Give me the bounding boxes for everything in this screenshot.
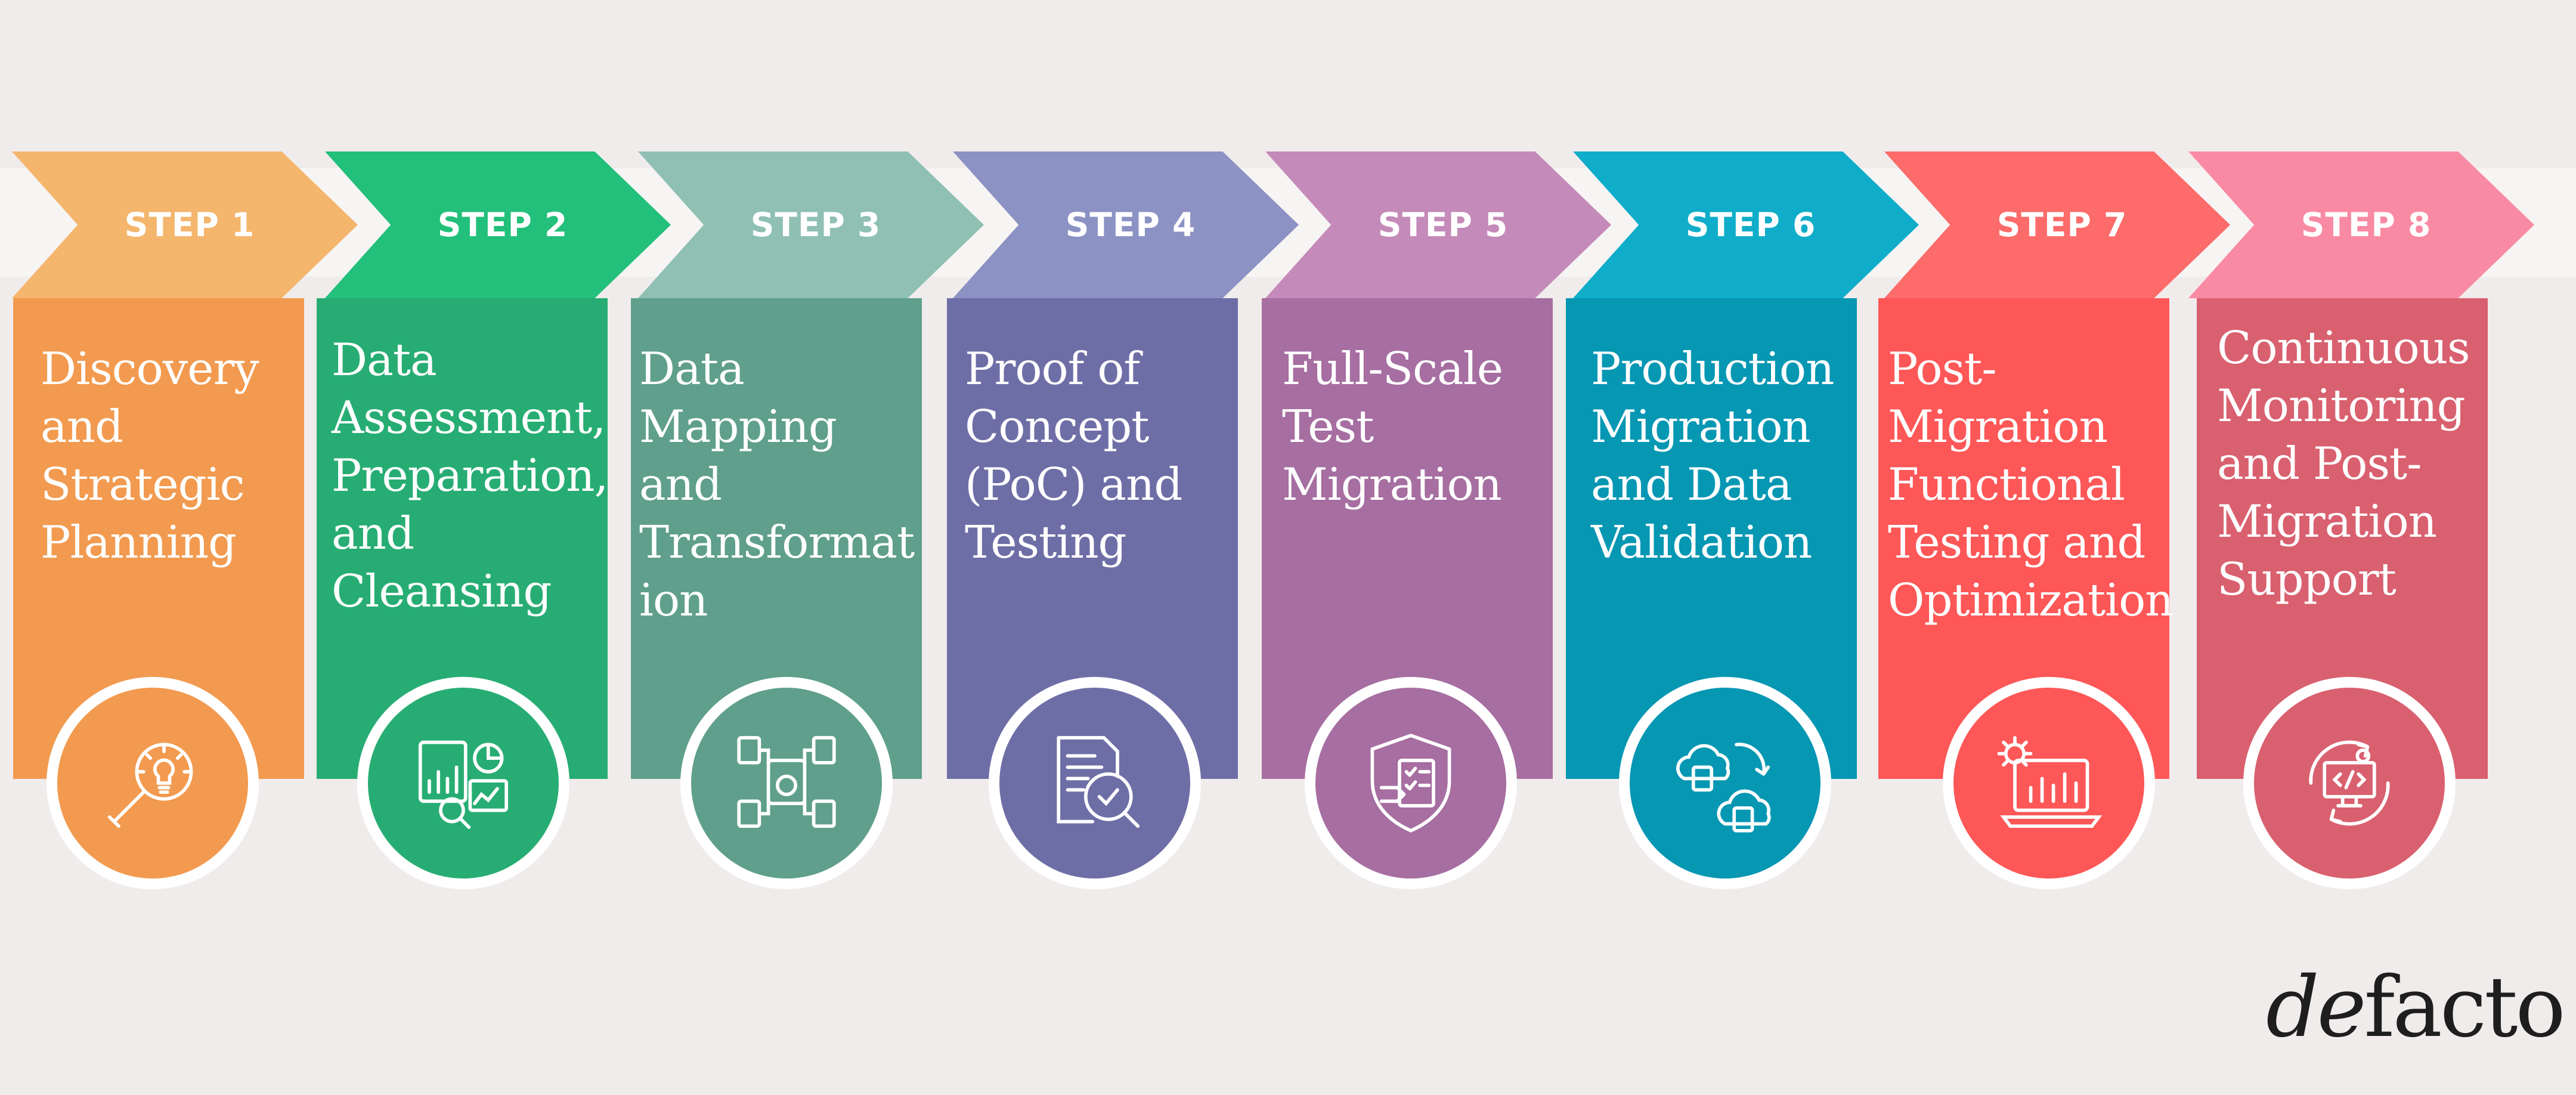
magnifier-bulb-icon (107, 743, 193, 828)
laptop-gear-chart-icon (1997, 736, 2103, 828)
step-7-label: STEP 7 (1996, 206, 2128, 244)
step-7-title: Post- Migration Functional Testing and O… (1888, 342, 2174, 626)
logo-suffix: facto (2364, 959, 2565, 1056)
step-3-label: STEP 3 (750, 206, 881, 244)
defacto-logo: defacto (2266, 966, 2566, 1050)
step-1-label: STEP 1 (124, 206, 255, 244)
step-4-icon-bg (999, 688, 1190, 879)
step-3-icon-bg (691, 688, 882, 879)
step-4-title: Proof of Concept (PoC) and Testing (965, 342, 1182, 568)
step-4-icon-disc (989, 677, 1201, 889)
step-6-icon-bg (1630, 688, 1820, 879)
step-6-icon-disc (1619, 677, 1831, 889)
step-5-label: STEP 5 (1377, 206, 1509, 244)
monitor-code-cycle-icon (2309, 740, 2390, 826)
step-3-title: Data Mapping and Transformat ion (639, 342, 915, 626)
step-1-title: Discovery and Strategic Planning (41, 342, 259, 568)
document-check-icon (1057, 736, 1140, 828)
step-2-label: STEP 2 (437, 206, 568, 244)
step-6-title: Production Migration and Data Validation (1591, 342, 1834, 568)
step-1-icon-disc (47, 677, 259, 889)
step-5-icon-disc (1305, 677, 1517, 889)
shield-checklist-icon (1370, 734, 1451, 833)
analytics-dashboard-icon (418, 740, 509, 829)
step-2-icon-bg (368, 688, 559, 879)
step-8-icon-disc (2243, 677, 2456, 889)
step-3-icon-disc (680, 677, 893, 889)
step-5-title: Full-Scale Test Migration (1282, 342, 1503, 511)
logo-prefix: de (2266, 959, 2366, 1056)
step-8-title: Continuous Monitoring and Post- Migratio… (2217, 321, 2470, 605)
step-6-label: STEP 6 (1685, 206, 1816, 244)
step-1-icon-bg (57, 688, 248, 879)
step-2-icon-disc (357, 677, 569, 889)
step-4-label: STEP 4 (1065, 206, 1196, 244)
step-2-title: Data Assessment, Preparation, and Cleans… (332, 333, 608, 617)
step-5-icon-bg (1315, 688, 1506, 879)
step-7-icon-disc (1943, 677, 2155, 889)
step-8-label: STEP 8 (2301, 206, 2432, 244)
cloud-transfer-icon (1676, 743, 1771, 833)
data-network-icon (737, 736, 836, 828)
step-8-icon-bg (2254, 688, 2445, 879)
step-7-icon-bg (1953, 688, 2144, 879)
